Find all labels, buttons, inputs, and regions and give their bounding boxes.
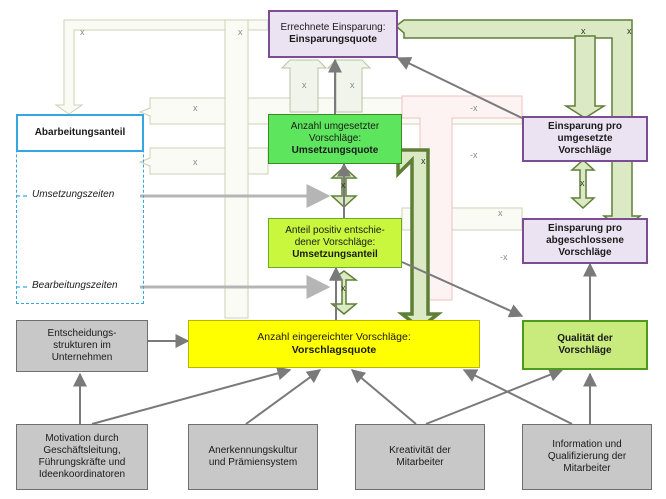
green-arrow-top-right: [394, 19, 643, 231]
box-anerkennung: Anerkennungskultur und Prämiensystem: [188, 424, 318, 490]
box-entscheidungsstrukturen-line1: Entscheidungs-: [47, 327, 117, 339]
faint-arrow-lower-left: [138, 147, 269, 175]
box-umsetzungsanteil-line3: Umsetzungsanteil: [292, 249, 378, 261]
box-motivation-line4: Ideenkoordinatoren: [38, 469, 126, 481]
connector-einsparung-to-einsparungsquote: [396, 57, 523, 119]
connector-kreativitaet-to-vorschlagsquote: [350, 369, 417, 425]
op-faint-lower: x: [193, 157, 198, 167]
label-bearbeitungszeiten: Bearbeitungszeiten: [32, 280, 118, 291]
box-information: Information und Qualifizierung der Mitar…: [522, 424, 652, 490]
box-einsparung-abgeschlossene-line3: Vorschläge: [558, 247, 612, 259]
op-faint-upper: x: [193, 103, 198, 113]
box-abarbeitungsanteil: Abarbeitungsanteil: [16, 114, 144, 152]
box-vorschlagsquote: Anzahl eingereichter Vorschläge: Vorschl…: [188, 320, 480, 368]
box-entscheidungsstrukturen: Entscheidungs- strukturen im Unternehmen: [16, 320, 148, 372]
box-qualitaet-line2: Vorschläge: [558, 345, 612, 356]
connector-motivation-to-vorschlagsquote: [91, 366, 292, 425]
op-top-right-2: x: [627, 26, 632, 36]
box-umsetzungsanteil-line1: Anteil positiv entschie-: [285, 224, 385, 236]
box-motivation-line1: Motivation durch: [45, 432, 119, 444]
op-right-between: x: [580, 178, 585, 188]
box-einsparungsquote: Errechnete Einsparung: Einsparungsquote: [268, 10, 398, 58]
connector-anerkennung-to-vorschlagsquote: [245, 369, 322, 425]
op-top-left-2: x: [238, 27, 243, 37]
green-arrow-right-inner: [563, 35, 607, 119]
op-neg-low: -x: [500, 252, 508, 262]
box-umsetzungsanteil-line2: dener Vorschläge:: [294, 236, 376, 248]
box-einsparungsquote-line1: Errechnete Einsparung:: [280, 21, 386, 33]
box-entscheidungsstrukturen-line3: Unternehmen: [51, 352, 113, 364]
box-motivation: Motivation durch Geschäftsleitung, Führu…: [16, 424, 148, 490]
box-motivation-line3: Führungskräfte und: [38, 457, 126, 468]
box-anerkennung-line2: und Prämiensystem: [208, 457, 298, 468]
box-information-line2: Qualifizierung der: [547, 450, 627, 462]
faint-vertical-left: [224, 19, 249, 319]
connector-anteil-to-einsparung: [401, 261, 524, 318]
box-umsetzungsquote-line3: Umsetzungsquote: [291, 145, 379, 157]
op-bold-arrow: x: [421, 156, 426, 166]
box-einsparung-abgeschlossene: Einsparung pro abgeschlossene Vorschläge: [522, 218, 648, 264]
op-neg-mid: -x: [470, 150, 478, 160]
connector-information-to-vorschlagsquote: [462, 369, 573, 425]
box-abarbeitungsanteil-line1: Abarbeitungsanteil: [34, 126, 126, 138]
box-motivation-line2: Geschäftsleitung,: [43, 444, 121, 456]
box-umsetzungsquote-line1: Anzahl umgesetzter: [290, 120, 380, 132]
op-right-mid: x: [498, 208, 503, 218]
box-kreativitaet: Kreativität der Mitarbeiter: [355, 424, 485, 490]
box-einsparung-umgesetzte: Einsparung pro umgesetzte Vorschläge: [522, 116, 648, 162]
label-umsetzungszeiten: Umsetzungszeiten: [32, 189, 115, 200]
faint-arrow-center-a: [280, 59, 328, 113]
box-einsparung-abgeschlossene-line2: abgeschlossene: [546, 234, 624, 246]
box-umsetzungsquote-line2: Vorschläge:: [308, 132, 362, 144]
box-kreativitaet-line1: Kreativität der: [389, 444, 451, 456]
box-umsetzungsquote: Anzahl umgesetzter Vorschläge: Umsetzung…: [268, 114, 402, 164]
op-neg-top: -x: [470, 103, 478, 113]
box-einsparungsquote-line2: Einsparungsquote: [289, 34, 377, 45]
box-information-line1: Information und: [552, 438, 622, 450]
faint-pink-arrow: [401, 95, 523, 301]
box-einsparung-abgeschlossene-line1: Einsparung pro: [548, 222, 622, 234]
op-green-lower: x: [341, 283, 346, 293]
box-einsparung-umgesetzte-line3: Vorschläge: [558, 145, 612, 157]
box-kreativitaet-line2: Mitarbeiter: [396, 457, 444, 468]
box-qualitaet: Qualität der Vorschläge: [522, 320, 648, 370]
connector-kreativitaet-to-quality: [425, 368, 564, 425]
box-vorschlagsquote-line1: Anzahl eingereichter Vorschläge:: [257, 331, 411, 344]
op-top-left-1: x: [80, 27, 85, 37]
box-einsparung-umgesetzte-line2: umgesetzte: [557, 132, 613, 144]
op-center-a: x: [302, 80, 307, 90]
box-anerkennung-line1: Anerkennungskultur: [208, 444, 298, 456]
box-entscheidungsstrukturen-line2: strukturen im: [53, 339, 111, 351]
op-center-b: x: [350, 80, 355, 90]
op-green-upper: x: [341, 180, 346, 190]
box-qualitaet-line1: Qualität der: [557, 332, 613, 344]
box-information-line3: Mitarbeiter: [563, 463, 611, 475]
green-arrow-right-between: [570, 158, 596, 210]
box-umsetzungsanteil: Anteil positiv entschie- dener Vorschläg…: [268, 218, 402, 268]
box-vorschlagsquote-line2: Vorschlagsquote: [291, 344, 377, 356]
op-top-right-1: x: [581, 26, 586, 36]
box-einsparung-umgesetzte-line1: Einsparung pro: [548, 120, 622, 132]
